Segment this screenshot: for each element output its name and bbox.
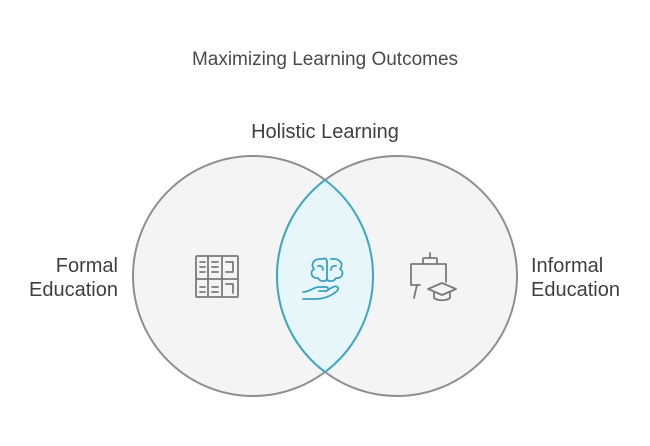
right-set-label-line1: Informal <box>531 255 604 277</box>
right-set-label: Informal Education <box>531 254 620 302</box>
left-set-label-line2: Education <box>29 279 118 301</box>
brain-hand-icon <box>302 257 344 300</box>
holistic-learning-intersection <box>276 156 374 396</box>
intersection-label: Holistic Learning <box>251 121 399 143</box>
right-set-label-line2: Education <box>531 279 620 301</box>
left-set-label-line1: Formal <box>55 255 118 277</box>
diagram-title: Maximizing Learning Outcomes <box>191 49 459 70</box>
left-set-label: Formal Education <box>29 254 118 302</box>
whiteboard-graduation-cap-icon <box>410 252 457 302</box>
bookshelf-icon <box>195 255 239 298</box>
